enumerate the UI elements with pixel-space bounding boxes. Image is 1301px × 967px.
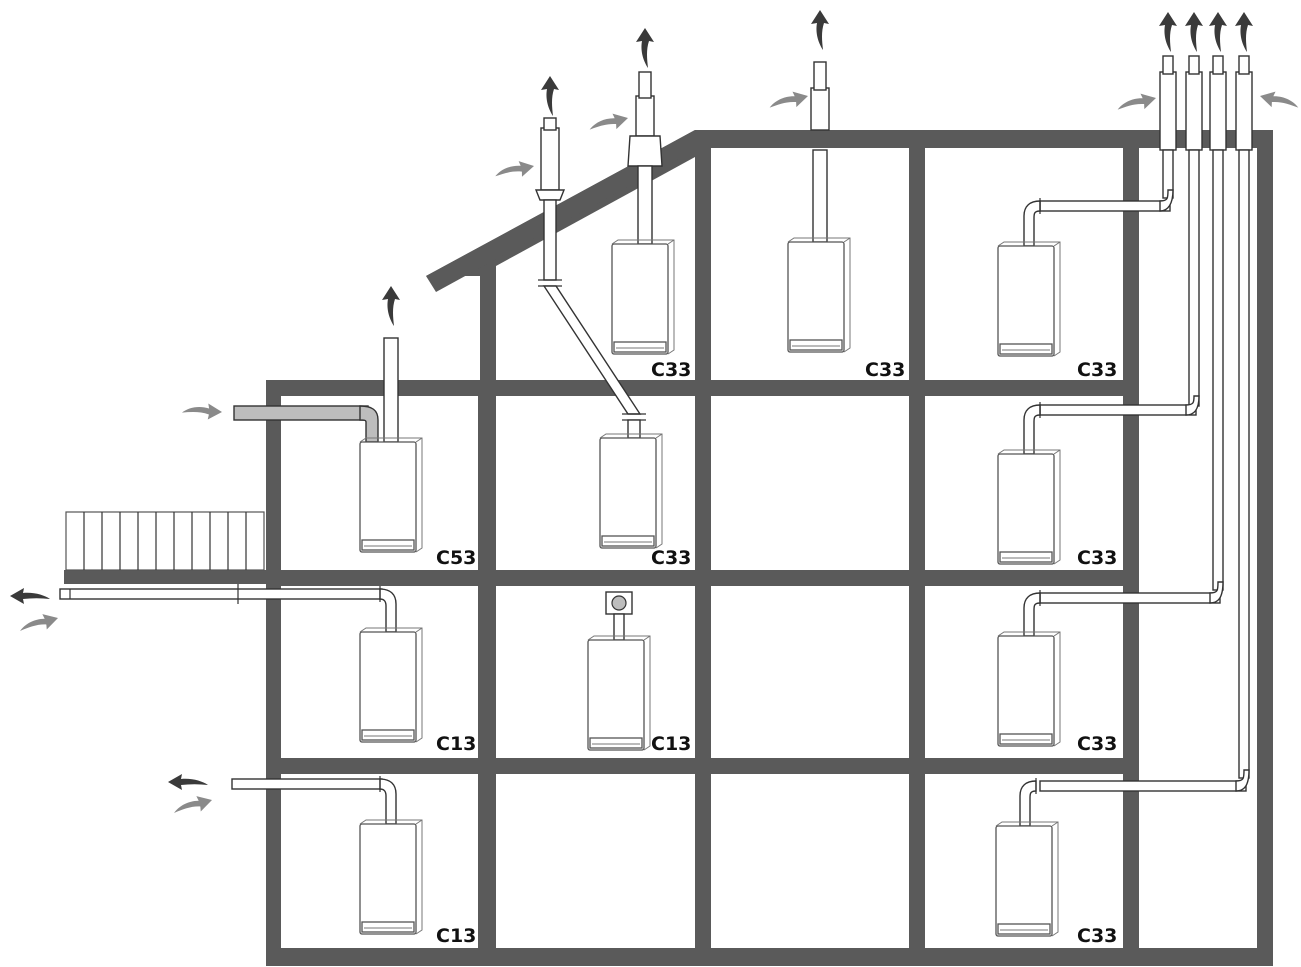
exhaust-arrow-icon xyxy=(1209,12,1227,52)
boiler-labels: C33 C33 C33 C53 C33 C33 C13 C13 C33 C13 … xyxy=(436,359,1117,947)
flue-type-label: C33 xyxy=(1077,359,1117,381)
intake-arrow-icon xyxy=(181,402,223,420)
boiler-icon xyxy=(359,437,423,553)
flue-type-label: C13 xyxy=(651,733,691,755)
room xyxy=(711,396,909,570)
boiler-icon xyxy=(359,627,423,743)
boiler-icon xyxy=(611,239,675,355)
exhaust-arrow-icon xyxy=(1235,12,1253,52)
intake-arrow-icon xyxy=(493,158,536,183)
intake-arrow-icon xyxy=(17,610,61,637)
room xyxy=(711,586,909,758)
exhaust-arrow-icon xyxy=(541,76,559,116)
boiler-icon xyxy=(995,821,1059,937)
exhaust-arrow-icon xyxy=(1159,12,1177,52)
boiler-icon xyxy=(997,241,1061,357)
exhaust-arrow-icon xyxy=(382,286,400,326)
flue-type-label: C33 xyxy=(651,547,691,569)
exhaust-arrow-icon xyxy=(168,774,208,790)
flue-type-label: C13 xyxy=(436,925,476,947)
boiler-icon xyxy=(587,635,651,751)
flue-type-label: C33 xyxy=(1077,547,1117,569)
boiler-icon xyxy=(997,631,1061,747)
exhaust-arrow-icon xyxy=(1185,12,1203,52)
flue-type-label: C33 xyxy=(1077,925,1117,947)
flue-type-label: C33 xyxy=(1077,733,1117,755)
balcony-slab xyxy=(64,570,266,584)
exhaust-arrow-icon xyxy=(10,588,50,604)
flue-type-label: C33 xyxy=(651,359,691,381)
flue-type-label: C53 xyxy=(436,547,476,569)
intake-arrow-icon xyxy=(1258,88,1301,114)
intake-arrow-icon xyxy=(171,792,215,819)
flue-type-label: C13 xyxy=(436,733,476,755)
room xyxy=(496,396,695,570)
boiler-icon xyxy=(787,237,851,353)
boiler-icon xyxy=(359,819,423,935)
boiler-icon xyxy=(599,433,663,549)
room xyxy=(496,774,695,948)
balcony-railing xyxy=(65,511,265,571)
room xyxy=(711,774,909,948)
intake-arrow-icon xyxy=(587,110,630,136)
exhaust-arrow-icon xyxy=(636,28,654,68)
intake-arrow-icon xyxy=(1115,90,1158,116)
flue-type-label: C33 xyxy=(865,359,905,381)
exhaust-arrow-icon xyxy=(811,10,829,50)
boiler-icon xyxy=(997,449,1061,565)
intake-arrow-icon xyxy=(767,88,810,114)
